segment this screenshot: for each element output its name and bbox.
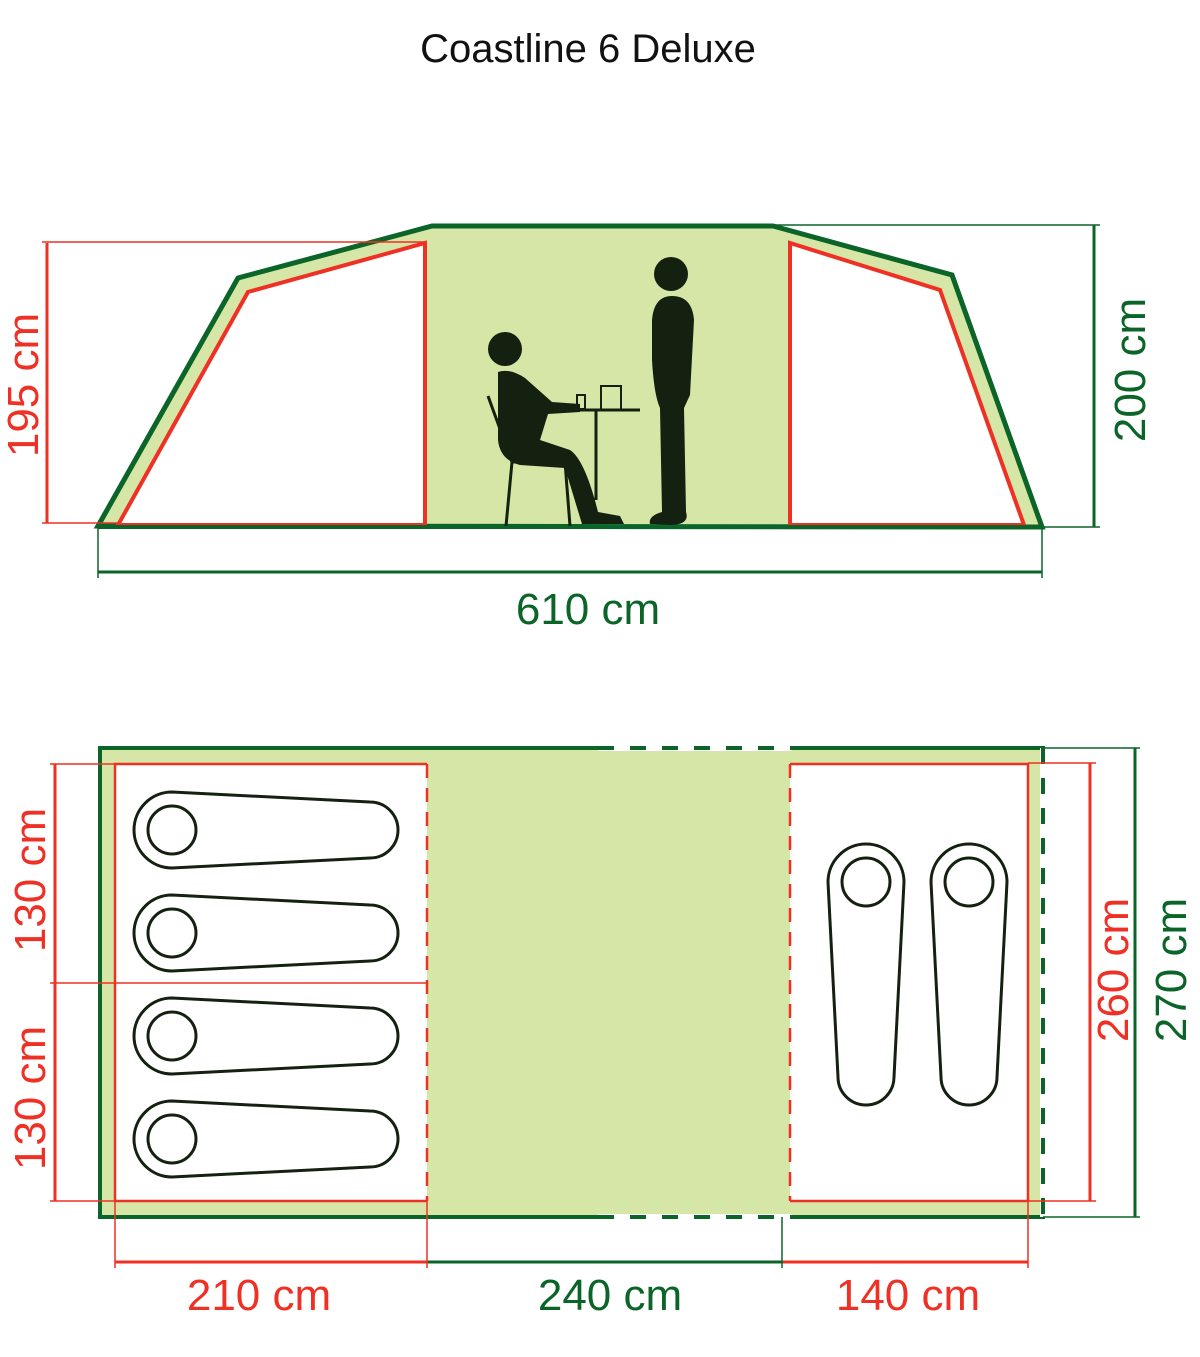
- table-icon: [555, 385, 640, 500]
- inner-height-dimension: 195 cm: [0, 241, 425, 524]
- sleeping-bags-right: [826, 842, 1009, 1107]
- inner-depth-label: 260 cm: [1089, 898, 1138, 1042]
- sleeping-bag-icon: [132, 996, 400, 1076]
- length-label: 610 cm: [516, 585, 660, 634]
- sleeping-bag-icon: [132, 1099, 400, 1179]
- sleeping-bag-icon: [132, 893, 400, 973]
- sleeping-bags-left: [132, 790, 400, 1179]
- length-breakdown-dimension: 210 cm 240 cm 140 cm: [114, 1201, 1029, 1320]
- bedroom-width-dimension: 130 cm 130 cm: [6, 763, 427, 1202]
- sleeping-bag-icon: [929, 842, 1009, 1107]
- bedroom-width-1-label: 130 cm: [6, 808, 55, 952]
- sleeping-bag-icon: [132, 790, 400, 870]
- floor-plan: 130 cm 130 cm 260 cm 270 cm 210 cm 240 c…: [6, 745, 1196, 1320]
- total-height-label: 200 cm: [1106, 298, 1155, 442]
- bedroom-width-2-label: 130 cm: [6, 1026, 55, 1170]
- diagram-title: Coastline 6 Deluxe: [420, 27, 756, 71]
- total-height-dimension: 200 cm: [773, 224, 1155, 528]
- total-depth-label: 270 cm: [1147, 898, 1196, 1042]
- standing-person-icon: [649, 257, 694, 525]
- left-room-label: 210 cm: [187, 1271, 331, 1320]
- sleeping-bag-icon: [826, 842, 906, 1107]
- seated-person-icon: [486, 332, 624, 527]
- inner-height-label: 195 cm: [0, 313, 48, 457]
- total-depth-dimension: 270 cm: [1043, 747, 1196, 1218]
- side-view: 195 cm 200 cm 610 cm: [0, 223, 1155, 634]
- left-bedroom-section: [114, 240, 427, 527]
- living-area-label: 240 cm: [538, 1271, 682, 1320]
- inner-depth-dimension: 260 cm: [1028, 762, 1138, 1202]
- length-dimension: 610 cm: [97, 527, 1043, 634]
- right-room-label: 140 cm: [836, 1271, 980, 1320]
